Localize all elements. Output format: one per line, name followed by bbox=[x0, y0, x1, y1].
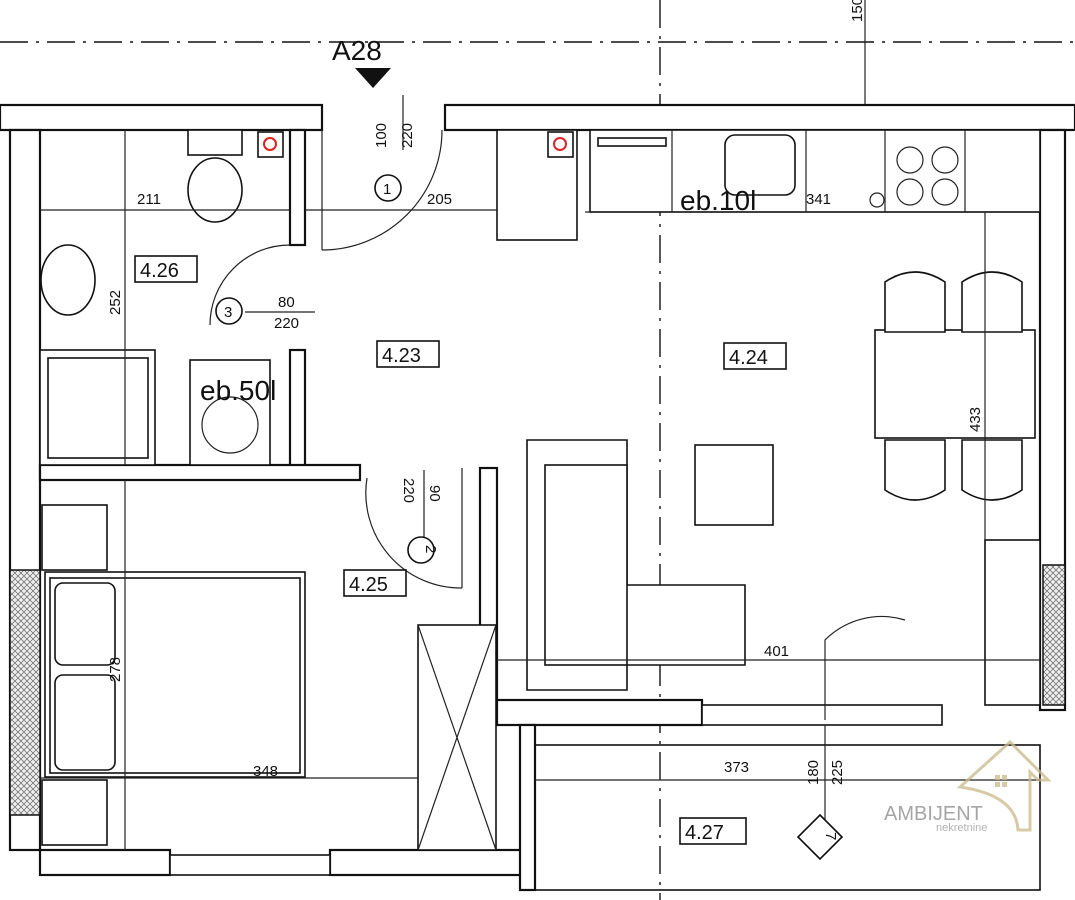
door-1-height: 220 bbox=[399, 123, 416, 148]
house-icon bbox=[956, 739, 1052, 832]
watermark-brand: AMBIJENT bbox=[884, 803, 983, 825]
room-label-balcony: 4.27 bbox=[685, 822, 724, 844]
dim-living-depth: 433 bbox=[967, 407, 984, 432]
watermark-sub: nekretnine bbox=[936, 822, 987, 834]
dim-balcony-v2: 225 bbox=[829, 760, 846, 785]
toilet bbox=[187, 157, 243, 223]
room-label-bedroom: 4.25 bbox=[349, 574, 388, 596]
walls bbox=[0, 103, 1075, 892]
door-2-number: 2 bbox=[422, 545, 439, 553]
kitchen bbox=[589, 129, 1041, 213]
washing-machine bbox=[201, 396, 259, 454]
watermark-logo: AMBIJENT nekretnine bbox=[884, 739, 1052, 834]
bath-heater-label: eb.50l bbox=[200, 375, 276, 406]
dim-bedroom-depth: 278 bbox=[107, 657, 124, 682]
coffee-table bbox=[694, 444, 774, 526]
door-tags: 1 100 220 3 80 220 2 90 220 7 bbox=[215, 123, 844, 861]
dim-bath-width: 211 bbox=[137, 191, 161, 208]
room-label-hall: 4.23 bbox=[382, 345, 421, 367]
door-7-number: 7 bbox=[822, 832, 839, 840]
door-3-number: 3 bbox=[224, 304, 232, 321]
dim-balcony-width: 373 bbox=[724, 759, 749, 776]
dim-hall-width: 205 bbox=[427, 191, 452, 208]
kitchen-sink bbox=[724, 134, 796, 196]
dim-balcony-v1: 180 bbox=[805, 760, 822, 785]
top-dimension: 150 bbox=[849, 0, 866, 22]
dim-bath-depth: 252 bbox=[107, 290, 124, 315]
door-1-number: 1 bbox=[383, 181, 391, 198]
door-3-width: 80 bbox=[278, 294, 295, 311]
room-label-bathroom: 4.26 bbox=[140, 260, 179, 282]
door-3-height: 220 bbox=[274, 315, 299, 332]
dim-bedroom-width: 348 bbox=[253, 763, 278, 780]
dimension-lines bbox=[40, 95, 1040, 850]
door-1-width: 100 bbox=[373, 123, 390, 148]
bedroom-furniture bbox=[41, 504, 497, 851]
door-2-width: 90 bbox=[426, 485, 443, 502]
living-furniture bbox=[526, 271, 1041, 706]
dimension-labels: 211 205 252 341 433 278 348 401 373 180 … bbox=[107, 191, 984, 785]
dining-table bbox=[874, 329, 1036, 439]
room-label-living: 4.24 bbox=[729, 347, 768, 369]
door-swings bbox=[209, 129, 906, 720]
entry-arrow-icon bbox=[355, 68, 391, 88]
unit-id: A28 bbox=[332, 35, 382, 66]
dim-kitchen-width: 341 bbox=[806, 191, 831, 208]
sink bbox=[40, 244, 96, 316]
room-labels: 4.26 4.23 4.24 4.25 4.27 bbox=[134, 255, 787, 845]
dim-living-width: 401 bbox=[764, 643, 789, 660]
bathroom-fixtures bbox=[39, 129, 574, 466]
door-2-height: 220 bbox=[400, 478, 417, 503]
kitchen-heater-label: eb.10l bbox=[680, 185, 756, 216]
